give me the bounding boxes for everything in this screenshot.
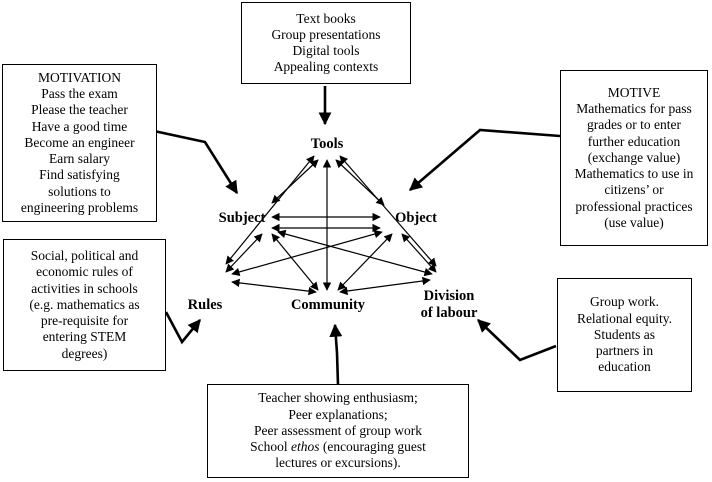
community-line4-italic: ethos xyxy=(290,439,320,455)
tools-box-line: Text books xyxy=(296,10,356,26)
arrow-motive-object xyxy=(409,128,561,191)
rules-box-line: Social, political and xyxy=(30,248,139,264)
motivation-box-line: engineering problems xyxy=(20,199,139,215)
motivation-box-line: solutions to xyxy=(48,183,111,199)
motive-box: MOTIVE Mathematics for pass grades or to… xyxy=(560,70,708,246)
motive-box-line: Mathematics for pass xyxy=(576,101,692,117)
arrow-subject-division xyxy=(277,229,433,277)
motive-box-line: grades or to enter xyxy=(586,117,682,133)
arrow-community-division xyxy=(339,276,431,296)
node-division-of-labour: Division of labour xyxy=(412,288,486,322)
node-rules: Rules xyxy=(187,297,223,313)
rules-box-line: pre-requisite for xyxy=(40,313,129,329)
rules-box-line: entering STEM xyxy=(42,329,127,345)
arrow-subject-community xyxy=(271,233,319,291)
arrow-tools-division xyxy=(339,155,437,267)
division-box-line: education xyxy=(598,359,651,375)
rules-box-line: degrees) xyxy=(61,345,108,361)
community-box-line: School ethos (encouraging guest xyxy=(208,439,468,455)
division-box: Group work. Relational equity. Students … xyxy=(557,278,692,392)
rules-box-line: economic rules of xyxy=(36,264,133,280)
tools-box: Text books Group presentations Digital t… xyxy=(241,2,411,84)
division-line-2: of labour xyxy=(420,305,478,321)
community-box-line: Teacher showing enthusiasm; xyxy=(258,390,418,406)
tools-box-line: Group presentations xyxy=(271,26,381,42)
motivation-box-line: MOTIVATION xyxy=(38,70,121,86)
arrow-object-division xyxy=(401,233,437,273)
motivation-box-line: Pass the exam xyxy=(41,86,118,102)
motive-box-line: Mathematics to use in xyxy=(574,166,694,182)
community-box-line: lectures or excursions). xyxy=(275,455,401,471)
community-box-line: Peer explanations; xyxy=(288,406,388,422)
division-box-line: Group work. xyxy=(590,294,659,310)
arrow-rules-community xyxy=(231,278,317,296)
rules-box-line: activities in schools xyxy=(31,280,138,296)
community-line4-prefix: School xyxy=(250,439,291,455)
node-tools: Tools xyxy=(310,136,344,152)
arrow-subject-rules xyxy=(225,233,263,273)
motive-box-line: MOTIVE xyxy=(607,85,661,101)
motive-box-line: (exchange value) xyxy=(587,149,681,165)
arrow-rules-box xyxy=(164,311,202,345)
division-box-line: Students as xyxy=(593,326,656,342)
motivation-box-line: Please the teacher xyxy=(31,102,128,118)
arrow-community-box xyxy=(329,323,343,386)
community-box: Teacher showing enthusiasm; Peer explana… xyxy=(207,384,469,478)
arrow-tools-subject xyxy=(271,159,319,204)
motive-box-line: further education xyxy=(587,133,681,149)
motivation-box-line: Have a good time xyxy=(31,118,128,134)
rules-box: Social, political and economic rules of … xyxy=(3,239,166,371)
rules-box-line: (e.g. mathematics as xyxy=(29,296,140,312)
arrow-division-box xyxy=(477,319,557,362)
node-subject: Subject xyxy=(218,210,266,226)
division-line-1: Division xyxy=(423,288,475,304)
motivation-box-line: Earn salary xyxy=(48,151,111,167)
node-community: Community xyxy=(290,297,366,313)
motive-box-line: citizens’ or xyxy=(604,182,664,198)
arrow-tools-rules xyxy=(225,155,315,265)
motivation-box: MOTIVATION Pass the exam Please the teac… xyxy=(2,64,157,222)
tools-box-line: Appealing contexts xyxy=(273,59,379,75)
division-box-line: Relational equity. xyxy=(576,310,673,326)
motivation-box-line: Find satisfying xyxy=(39,167,120,183)
node-object: Object xyxy=(395,210,437,226)
community-box-line: Peer assessment of group work xyxy=(254,422,422,438)
tools-box-line: Digital tools xyxy=(292,43,360,58)
arrow-motivation-subject xyxy=(139,126,239,195)
motivation-box-line: Become an engineer xyxy=(24,134,135,150)
motive-box-line: professional practices xyxy=(575,198,693,214)
division-box-line: partners in xyxy=(595,343,654,359)
community-line4-suffix: (encouraging guest xyxy=(319,439,426,455)
motive-box-line: (use value) xyxy=(604,214,664,230)
